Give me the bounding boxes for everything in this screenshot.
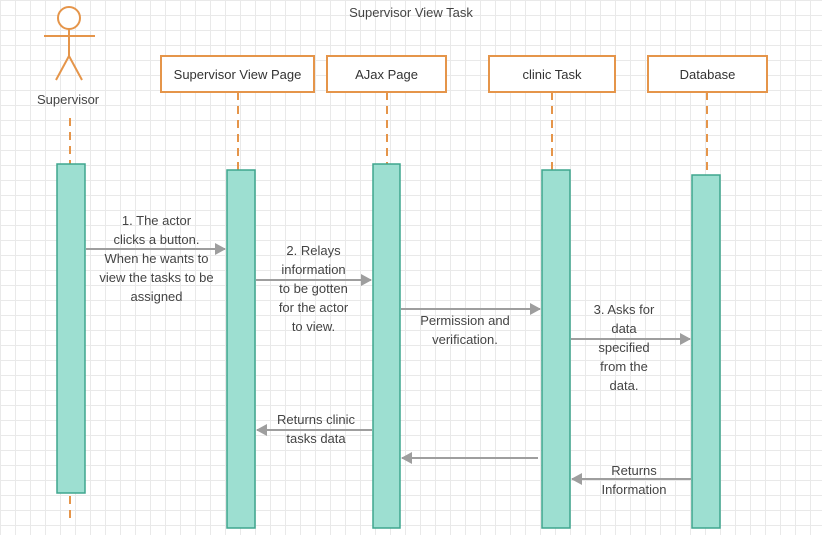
activation-supervisor [56,163,86,494]
object-clinic-task: clinic Task [488,55,616,93]
actor-label: Supervisor [37,92,100,107]
object-label: AJax Page [355,66,418,82]
actor-icon [44,6,95,81]
activation-db [691,174,721,529]
activation-page [226,169,256,529]
diagram-title: Supervisor View Task [349,5,473,20]
object-ajax-page: AJax Page [326,55,447,93]
activation-ajax [372,163,401,529]
object-label: Database [679,66,736,82]
object-supervisor-view-page: Supervisor View Page [160,55,315,93]
object-database: Database [647,55,768,93]
object-label: Supervisor View Page [173,66,302,82]
activation-task [541,169,571,529]
object-label: clinic Task [522,66,582,82]
